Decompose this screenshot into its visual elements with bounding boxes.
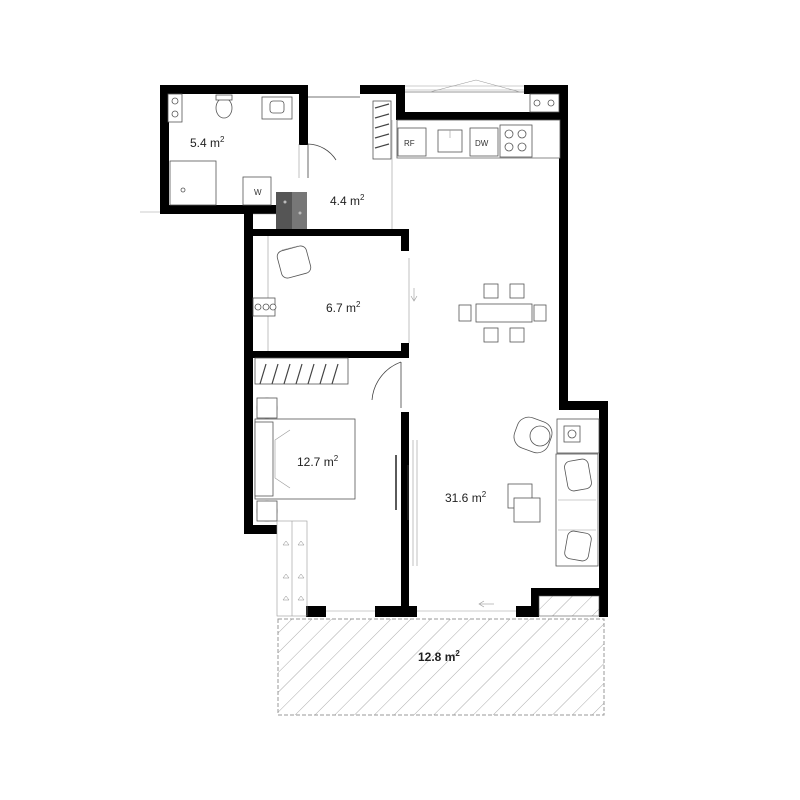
top-window	[405, 79, 524, 93]
thin-lines	[140, 85, 524, 612]
room-area-hallway: 4.4 m2	[330, 193, 365, 208]
sofa	[555, 453, 599, 567]
walls	[160, 85, 608, 617]
shaft	[276, 192, 307, 229]
study-furniture	[252, 245, 312, 317]
coffee-tables	[507, 483, 541, 523]
hallway-wardrobe	[372, 100, 392, 160]
dining-set	[458, 283, 547, 343]
terrace	[277, 618, 605, 716]
washer-label: W	[254, 188, 262, 197]
dishwasher-label: DW	[475, 139, 489, 148]
doors	[307, 143, 494, 608]
room-area-study: 6.7 m2	[326, 300, 361, 315]
bedroom-furniture	[254, 357, 409, 522]
armchair	[513, 416, 553, 454]
bathroom-fixtures	[167, 93, 300, 206]
tv-unit	[556, 418, 600, 454]
bedroom-window	[276, 520, 308, 617]
room-area-bedroom: 12.7 m2	[297, 454, 339, 469]
fridge-label: RF	[404, 139, 415, 148]
room-area-bathroom: 5.4 m2	[190, 135, 225, 150]
closet-top-right	[529, 93, 560, 113]
kitchen	[396, 119, 561, 159]
room-area-living: 31.6 m2	[445, 490, 487, 505]
room-area-terrace: 12.8 m2	[418, 649, 460, 664]
